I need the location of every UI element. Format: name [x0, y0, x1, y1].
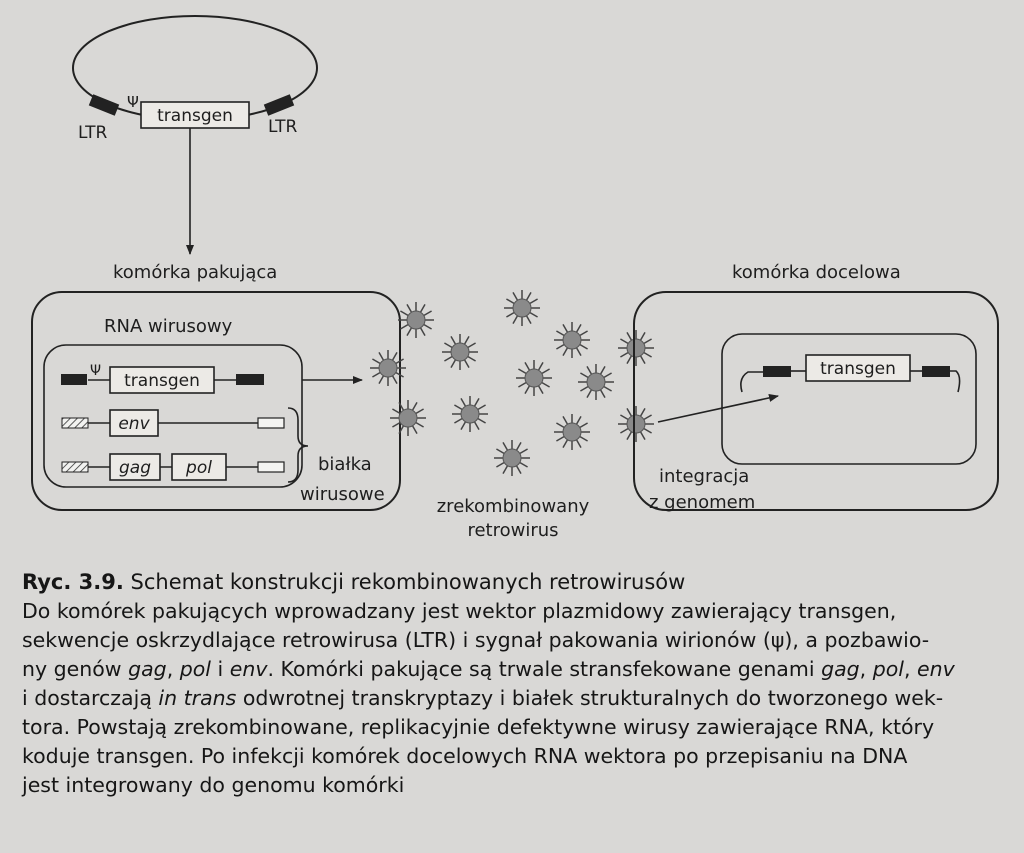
caption-text-run: env — [917, 657, 955, 681]
rna-label: RNA wirusowy — [104, 316, 233, 337]
caption-text-run: env — [229, 657, 268, 681]
nucleus-box — [721, 333, 977, 465]
caption-line: tora. Powstają zrekombinowane, replikacy… — [22, 713, 1012, 742]
caption-text-run: , — [903, 657, 918, 681]
virus-particle — [398, 302, 434, 338]
caption-text-run: . Komórki pakujące są trwale stransfekow… — [267, 657, 822, 681]
caption-line: ny genów gag, pol i env. Komórki pakując… — [22, 655, 1012, 684]
caption-line: Do komórek pakujących wprowadzany jest w… — [22, 597, 1012, 626]
virus-particle — [452, 396, 488, 432]
env-hatched-block — [61, 417, 89, 429]
recombinant-label-1: zrekombinowany — [437, 496, 590, 517]
viral-proteins-label-2: wirusowe — [300, 484, 385, 505]
caption-text-run: ny genów — [22, 657, 129, 681]
virus-particle — [504, 290, 540, 326]
virus-particle — [554, 414, 590, 450]
target-ltr-right-block — [922, 366, 950, 377]
integration-label-1: integracja — [659, 466, 749, 487]
virus-particle — [442, 334, 478, 370]
caption-text-run: in trans — [158, 686, 237, 710]
gagpol-open-block — [257, 461, 285, 473]
virus-to-target-arrow — [657, 393, 779, 423]
integration-label-2: z genomem — [649, 492, 755, 513]
caption-text-run: , — [859, 657, 873, 681]
figure-caption: Ryc. 3.9. Schemat konstrukcji rekombinow… — [22, 568, 1012, 800]
caption-title-line: Ryc. 3.9. Schemat konstrukcji rekombinow… — [22, 568, 1012, 597]
recombinant-label-2: retrowirus — [467, 520, 558, 541]
virus-particle — [494, 440, 530, 476]
target-transgen-box — [805, 354, 911, 382]
vector-psi-label: Ψ — [90, 363, 101, 379]
plasmid-ltr-right-block — [263, 94, 295, 116]
virus-particle — [370, 350, 406, 386]
virus-particle — [554, 322, 590, 358]
caption-text-run: tora. Powstają zrekombinowane, replikacy… — [22, 715, 935, 739]
caption-text-run: koduje transgen. Po infekcji komórek doc… — [22, 744, 908, 768]
recombinant-virus-particles — [370, 290, 654, 476]
gag-label: gag — [119, 458, 151, 478]
packaging-cell-title: komórka pakująca — [113, 262, 277, 283]
env-box — [109, 409, 159, 437]
pol-box — [171, 453, 227, 481]
virus-particle — [618, 330, 654, 366]
caption-line: sekwencje oskrzydlające retrowirusa (LTR… — [22, 626, 1012, 655]
vector-transgen-label: transgen — [124, 371, 200, 391]
virus-particle — [516, 360, 552, 396]
genome-left-strand — [740, 371, 763, 393]
virus-particle — [390, 400, 426, 436]
caption-text-run: i — [211, 657, 230, 681]
target-transgen-label: transgen — [820, 359, 896, 379]
caption-text-run: gag — [128, 657, 167, 681]
caption-text-run: gag — [821, 657, 860, 681]
virus-particle — [578, 364, 614, 400]
plasmid-transgen-box — [140, 101, 250, 129]
caption-figure-number: Ryc. 3.9. — [22, 570, 124, 594]
retrovirus-construction-diagram: transgen Ψ LTR LTR komórka pakująca RNA … — [31, 15, 999, 541]
packaging-cell-outline — [31, 291, 401, 511]
gag-box — [109, 453, 161, 481]
vector-transgen-box — [109, 366, 215, 394]
caption-line: jest integrowany do genomu komórki — [22, 771, 1012, 800]
caption-title: Schemat konstrukcji rekombinowanych retr… — [130, 570, 686, 594]
caption-text-run: pol — [179, 657, 211, 681]
env-open-block — [257, 417, 285, 429]
caption-text-run: , — [166, 657, 180, 681]
virus-particle — [618, 406, 654, 442]
caption-text-run: odwrotnej transkryptazy i białek struktu… — [236, 686, 944, 710]
target-cell-title: komórka docelowa — [732, 262, 901, 283]
pol-label: pol — [185, 458, 212, 478]
caption-body: Do komórek pakujących wprowadzany jest w… — [22, 597, 1012, 800]
vector-ltr-left-block — [61, 374, 87, 385]
packaging-inner-box — [43, 344, 303, 488]
plasmid-psi-label: Ψ — [127, 93, 139, 111]
plasmid-transgen-label: transgen — [157, 106, 233, 126]
caption-text-run: Do komórek pakujących wprowadzany jest w… — [22, 599, 897, 623]
plasmid-vector: transgen Ψ LTR LTR — [72, 15, 318, 143]
gagpol-hatched-block — [61, 461, 89, 473]
caption-line: i dostarczają in trans odwrotnej transkr… — [22, 684, 1012, 713]
caption-text-run: pol — [872, 657, 904, 681]
caption-text-run: i dostarczają — [22, 686, 159, 710]
target-ltr-left-block — [763, 366, 791, 377]
target-cell: transgen integracja z genomem — [633, 291, 999, 513]
caption-text-run: sekwencje oskrzydlające retrowirusa (LTR… — [22, 628, 930, 652]
caption-line: koduje transgen. Po infekcji komórek doc… — [22, 742, 1012, 771]
caption-text-run: jest integrowany do genomu komórki — [22, 773, 405, 797]
plasmid-ltr-left-label: LTR — [78, 123, 108, 143]
vector-ltr-right-block — [236, 374, 264, 385]
target-cell-outline — [633, 291, 999, 511]
genome-right-strand — [950, 370, 961, 393]
packaging-cell: RNA wirusowy Ψ transgen env gag pol biał… — [31, 291, 401, 511]
viral-proteins-brace — [287, 407, 309, 483]
env-label: env — [118, 414, 150, 434]
plasmid-ltr-right-label: LTR — [268, 117, 298, 137]
plasmid-ltr-left-block — [88, 94, 120, 116]
viral-proteins-label-1: białka — [318, 454, 372, 475]
